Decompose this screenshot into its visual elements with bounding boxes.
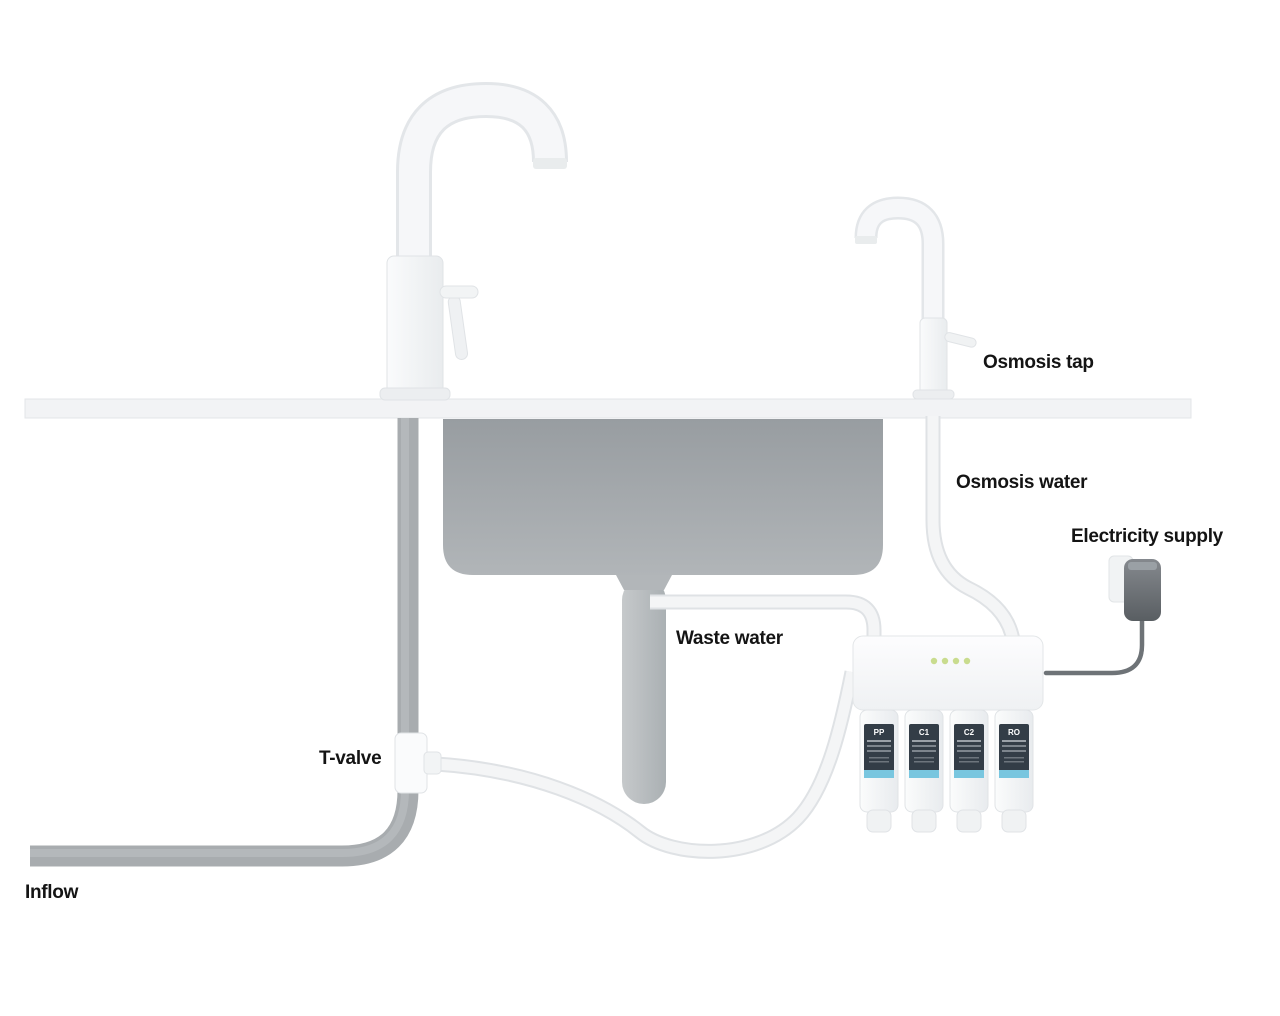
drain-connector bbox=[616, 575, 672, 590]
waste-water-tube bbox=[650, 594, 882, 652]
filter-unit: PP C1 bbox=[852, 635, 1044, 833]
countertop bbox=[24, 398, 1192, 419]
adapter-body bbox=[1124, 559, 1161, 621]
kitchen-faucet bbox=[379, 81, 568, 401]
inflow-pipe bbox=[30, 418, 419, 867]
label-inflow: Inflow bbox=[25, 882, 79, 903]
led-indicators bbox=[930, 657, 971, 665]
osmosis-tap-spout-tip bbox=[855, 236, 877, 244]
osmosis-tap-base bbox=[912, 389, 955, 400]
drain-pipe bbox=[616, 575, 672, 804]
cartridge-label: PP bbox=[874, 728, 885, 737]
cartridge-label: C2 bbox=[964, 728, 975, 737]
led-icon bbox=[963, 657, 971, 665]
filter-cartridge: PP bbox=[859, 709, 899, 833]
faucet-body bbox=[386, 255, 444, 399]
cartridge-sticker: PP bbox=[864, 724, 894, 778]
cartridge-sticker: C1 bbox=[909, 724, 939, 778]
led-icon bbox=[952, 657, 960, 665]
faucet-base bbox=[379, 387, 451, 401]
filter-cartridge: C2 bbox=[949, 709, 989, 833]
osmosis-water-tube bbox=[925, 416, 1022, 653]
led-icon bbox=[941, 657, 949, 665]
filter-head bbox=[852, 635, 1044, 711]
power-adapter bbox=[1108, 555, 1161, 621]
osmosis-tap-body bbox=[919, 317, 948, 399]
adapter-highlight bbox=[1128, 562, 1157, 570]
drain-pipe-body bbox=[622, 578, 666, 804]
led-icon bbox=[930, 657, 938, 665]
faucet-spout-tip bbox=[533, 158, 567, 169]
cartridge-sticker: RO bbox=[999, 724, 1029, 778]
t-valve-fitting bbox=[394, 732, 442, 794]
label-waste-water: Waste water bbox=[676, 628, 783, 649]
cartridge-sticker: C2 bbox=[954, 724, 984, 778]
faucet-handle bbox=[439, 285, 479, 360]
filter-cartridge: RO bbox=[994, 709, 1034, 833]
osmosis-tap-faucet bbox=[854, 196, 977, 400]
label-t-valve: T-valve bbox=[319, 748, 382, 769]
cartridge-label: RO bbox=[1008, 728, 1020, 737]
filter-cartridge: C1 bbox=[904, 709, 944, 833]
sink-basin bbox=[443, 419, 883, 575]
label-osmosis-water: Osmosis water bbox=[956, 472, 1088, 493]
feed-water-tube bbox=[435, 670, 860, 859]
cartridge-label: C1 bbox=[919, 728, 930, 737]
label-electricity-supply: Electricity supply bbox=[1071, 526, 1223, 547]
osmosis-tap-handle bbox=[944, 332, 977, 348]
power-wire bbox=[1043, 609, 1145, 676]
label-osmosis-tap: Osmosis tap bbox=[983, 352, 1094, 373]
